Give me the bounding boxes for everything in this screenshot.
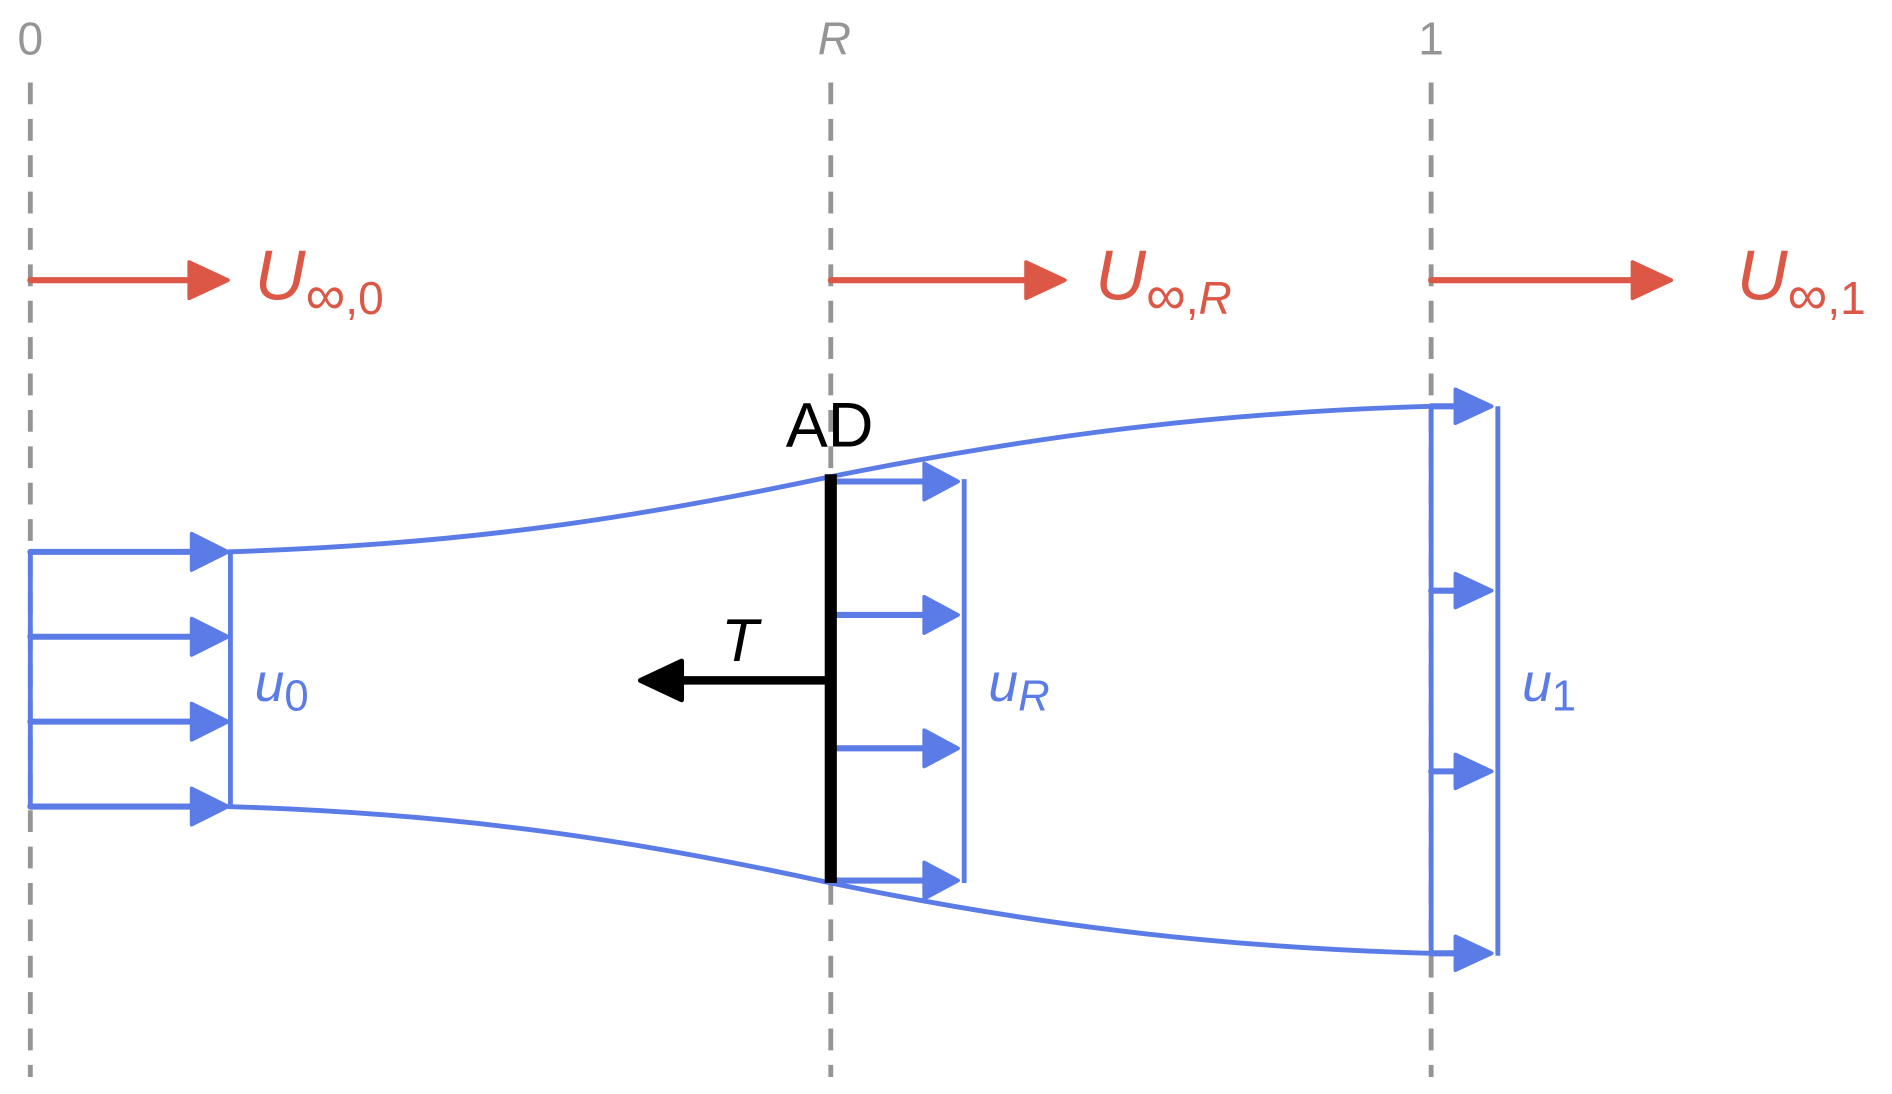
velocity-arrow: [27, 616, 230, 657]
freestream-arrows: [27, 260, 1674, 301]
velocity-arrow: [1428, 752, 1494, 791]
arrow-head-icon: [189, 701, 230, 742]
velocity-label-1: u1: [1522, 654, 1576, 721]
arrow-head-icon: [1453, 571, 1494, 610]
velocity-arrow: [27, 786, 230, 827]
arrow-head-icon: [637, 658, 685, 703]
arrow-head-icon: [189, 616, 230, 657]
station-lines: [27, 82, 1434, 1078]
freestream-label-0: U∞,0: [255, 236, 384, 327]
streamtube: [227, 403, 1462, 956]
velocity-arrow: [27, 531, 230, 572]
freestream-label-1: U∞,1: [1737, 236, 1866, 327]
velocity-arrow: [1428, 387, 1494, 426]
velocity-arrow: [827, 594, 960, 635]
velocity-profile-1: [1428, 387, 1501, 973]
station-label-1: 1: [1418, 13, 1444, 65]
velocity-arrow: [827, 728, 960, 769]
freestream-arrow-r: [827, 260, 1067, 301]
freestream-label-r: U∞,R: [1095, 236, 1232, 327]
arrow-head-icon: [1024, 260, 1067, 301]
velocity-label-r: uR: [988, 654, 1049, 721]
station-label-r: R: [818, 13, 851, 65]
arrow-head-icon: [922, 594, 960, 635]
velocity-label-0: u0: [255, 654, 309, 721]
thrust-label: T: [721, 606, 762, 674]
arrow-head-icon: [922, 728, 960, 769]
velocity-profile-r: [827, 461, 967, 901]
arrow-head-icon: [1453, 752, 1494, 791]
arrow-head-icon: [922, 461, 960, 502]
arrow-head-icon: [1453, 934, 1494, 973]
freestream-arrow-1: [1428, 260, 1674, 301]
arrow-head-icon: [922, 860, 960, 901]
velocity-arrow: [27, 701, 230, 742]
velocity-profile-0: [27, 531, 233, 827]
velocity-arrow: [1428, 934, 1494, 973]
thrust-arrow: [637, 658, 831, 703]
velocity-arrow: [1428, 571, 1494, 610]
freestream-arrow-0: [27, 260, 230, 301]
arrow-head-icon: [189, 531, 230, 572]
velocity-arrow: [827, 860, 960, 901]
station-label-0: 0: [18, 13, 44, 65]
velocity-arrow: [827, 461, 960, 502]
arrow-head-icon: [189, 786, 230, 827]
arrow-head-icon: [1453, 387, 1494, 426]
arrow-head-icon: [187, 260, 230, 301]
actuator-disc-label: AD: [786, 390, 874, 460]
arrow-head-icon: [1630, 260, 1674, 301]
